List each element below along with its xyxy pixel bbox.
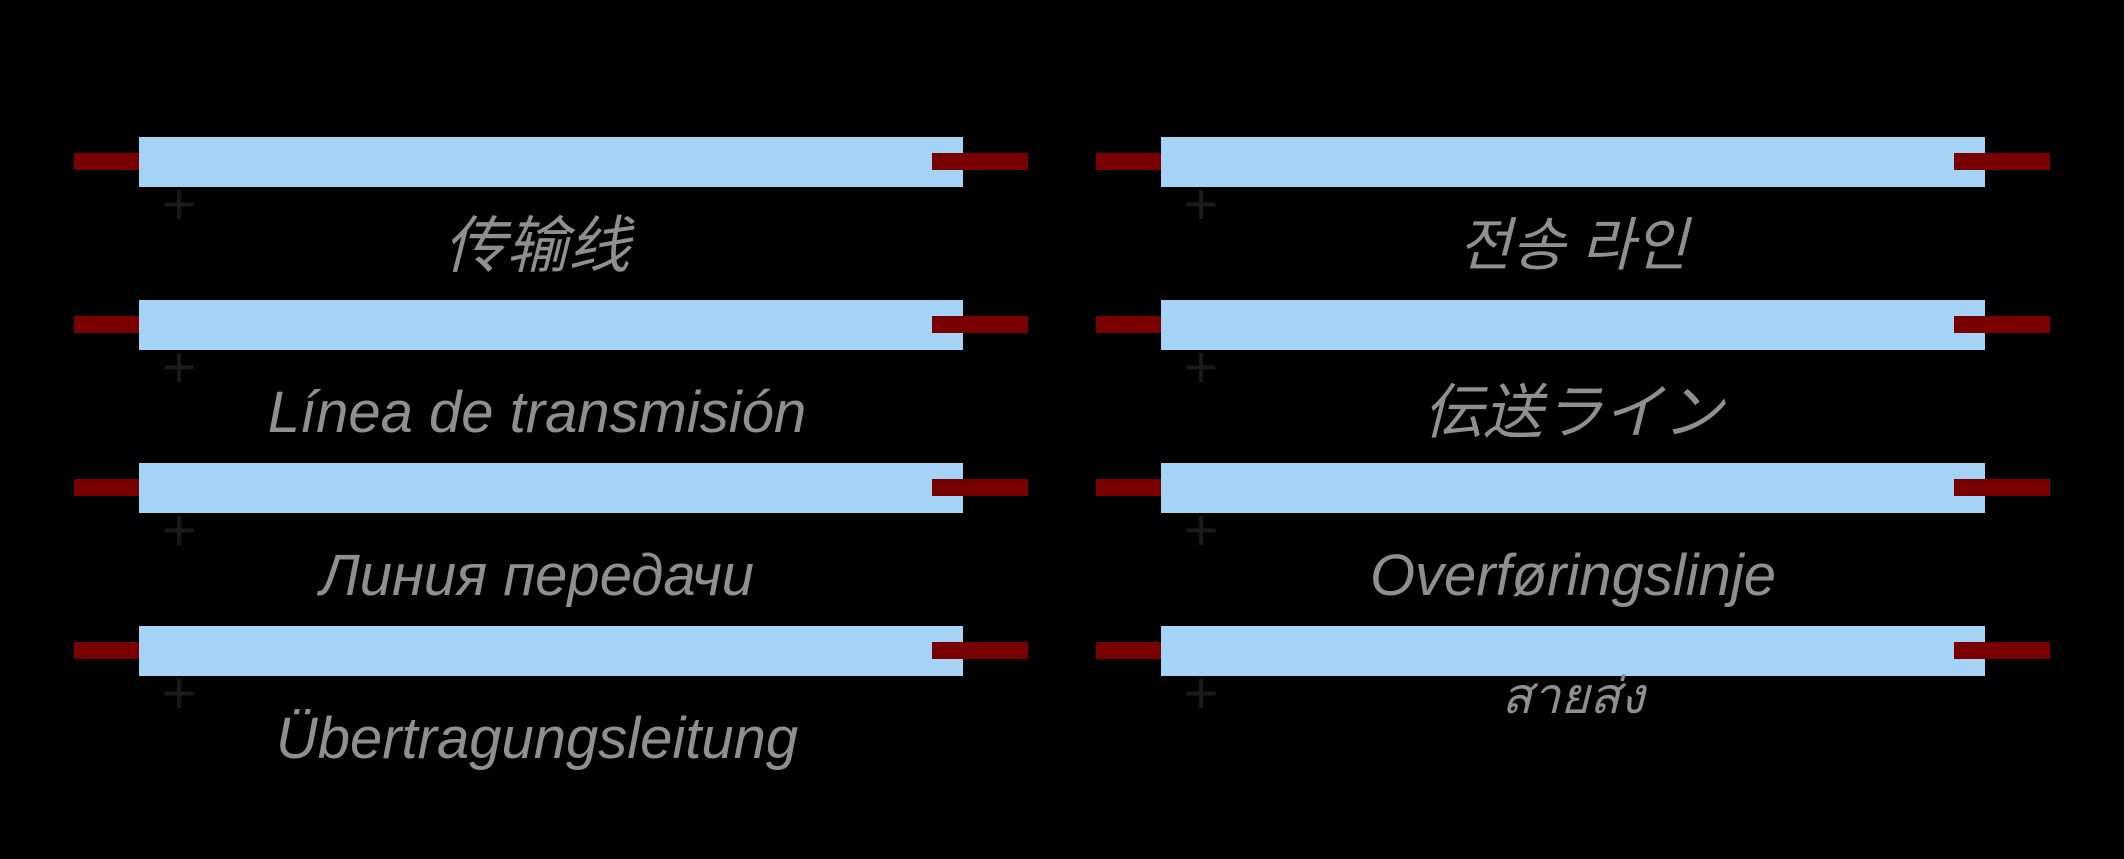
label-korean: 전송 라인 (1458, 213, 1688, 278)
plus-marker: + (159, 665, 199, 719)
plus-marker: + (159, 176, 199, 230)
plus-marker: + (159, 502, 199, 556)
transmission-line-symbol: + (1096, 137, 2050, 229)
transmission-line-symbol: + (1096, 626, 2050, 718)
right-conductor-stub (1954, 316, 2050, 333)
transmission-line-bar (139, 463, 963, 513)
plus-marker: + (1181, 176, 1221, 230)
right-conductor-stub (1954, 153, 2050, 170)
label-german: Übertragungsleitung (275, 706, 799, 771)
label-russian: Линия передачи (319, 543, 755, 608)
transmission-line-symbol: + (1096, 463, 2050, 555)
transmission-line-symbol: + (74, 137, 1028, 229)
plus-marker: + (1181, 665, 1221, 719)
plus-marker: + (1181, 339, 1221, 393)
right-conductor-stub (932, 642, 1028, 659)
transmission-line-bar (1161, 137, 1985, 187)
transmission-line-bar (1161, 626, 1985, 676)
transmission-line-bar (139, 626, 963, 676)
right-conductor-stub (932, 479, 1028, 496)
transmission-line-bar (1161, 463, 1985, 513)
transmission-line-symbol: + (1096, 300, 2050, 392)
transmission-line-symbol: + (74, 300, 1028, 392)
label-spanish: Línea de transmisión (267, 380, 807, 445)
transmission-line-bar (139, 300, 963, 350)
label-thai: สายส่ง (1501, 668, 1645, 724)
plus-marker: + (1181, 502, 1221, 556)
transmission-line-symbol: + (74, 463, 1028, 555)
label-chinese: 传输线 (443, 209, 630, 282)
right-conductor-stub (1954, 479, 2050, 496)
right-conductor-stub (932, 316, 1028, 333)
label-norwegian: Overføringslinje (1369, 543, 1777, 608)
plus-marker: + (159, 339, 199, 393)
right-conductor-stub (1954, 642, 2050, 659)
label-japanese: 伝送ライン (1423, 379, 1723, 446)
right-conductor-stub (932, 153, 1028, 170)
transmission-line-bar (139, 137, 963, 187)
transmission-line-bar (1161, 300, 1985, 350)
transmission-line-symbol: + (74, 626, 1028, 718)
